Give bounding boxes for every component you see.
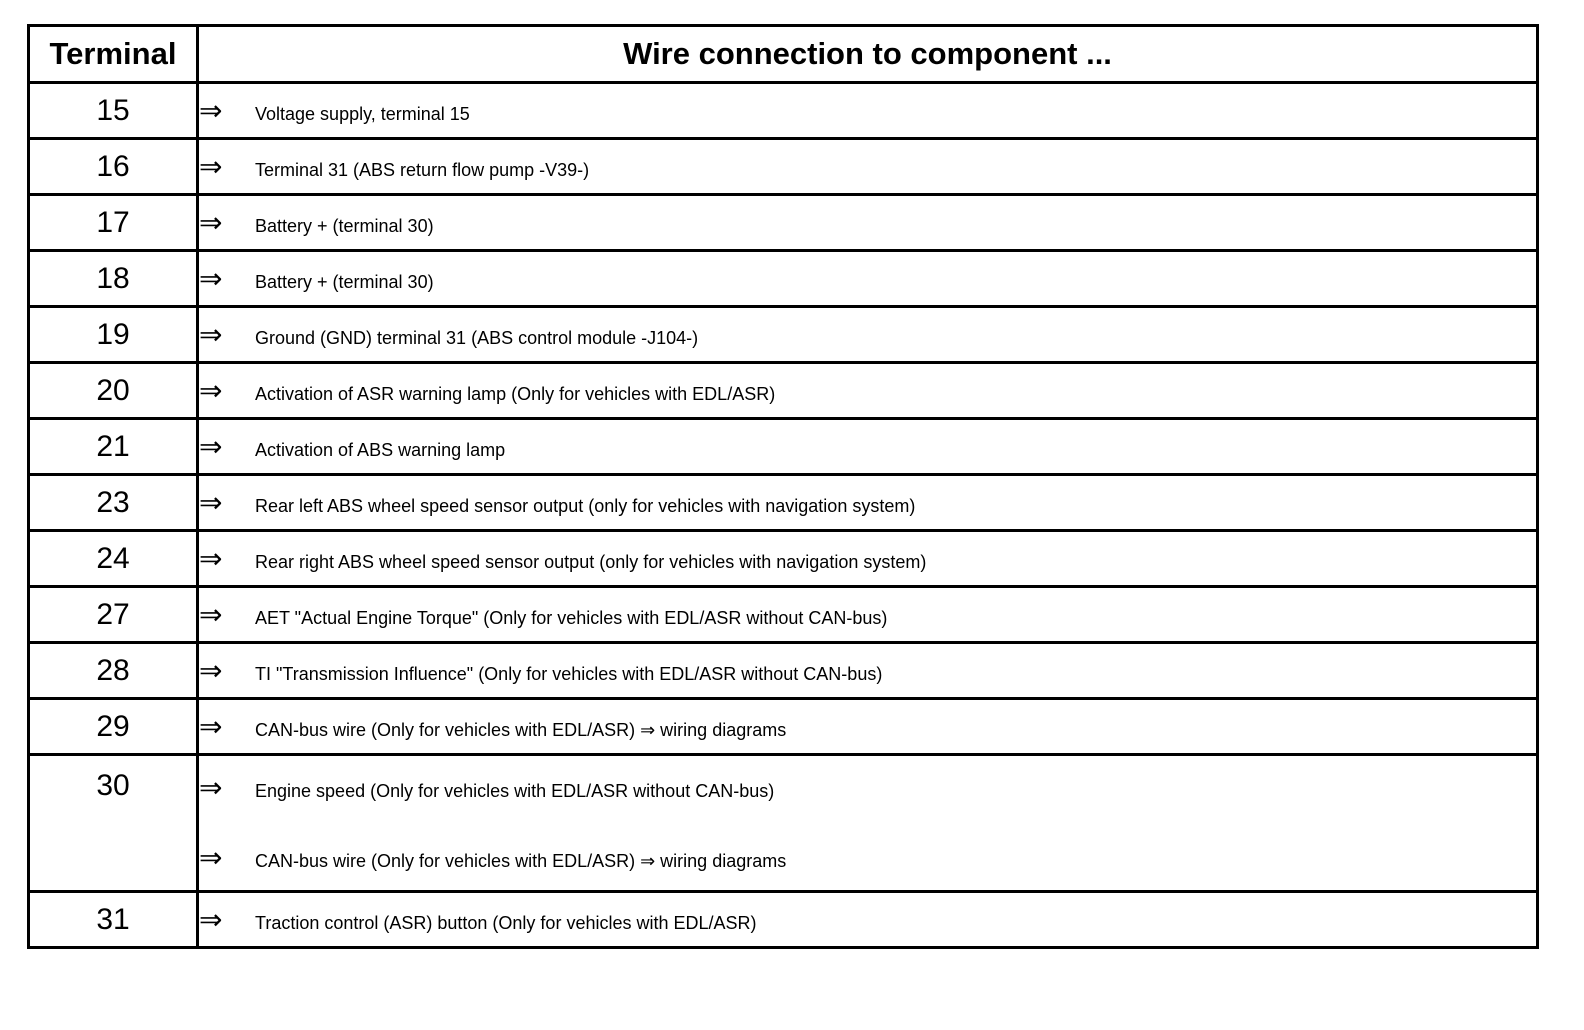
double-arrow-icon: ⇒ <box>199 206 223 238</box>
wire-connection-line: ⇒ CAN-bus wire (Only for vehicles with ED… <box>199 844 1536 872</box>
table-row: 24⇒ Rear right ABS wheel speed sensor out… <box>27 529 1539 588</box>
column-header-terminal: Terminal <box>27 24 199 84</box>
wire-connection-line: ⇒ Activation of ASR warning lamp (Only fo… <box>199 374 1536 406</box>
double-arrow-icon: ⇒ <box>199 150 223 182</box>
double-arrow-icon: ⇒ <box>199 654 223 686</box>
terminal-number-cell: 15 <box>27 81 199 140</box>
wire-connection-text: Battery + (terminal 30) <box>255 215 434 236</box>
terminal-number-cell: 20 <box>27 361 199 420</box>
table-header: Terminal Wire connection to component ..… <box>27 24 1539 84</box>
wire-connection-text: AET "Actual Engine Torque" (Only for veh… <box>255 607 888 628</box>
wire-connection-text: CAN-bus wire (Only for vehicles with EDL… <box>255 851 787 871</box>
table-row: 28⇒ TI "Transmission Influence" (Only for… <box>27 641 1539 700</box>
wire-connection-cell: ⇒ Terminal 31 (ABS return flow pump -V39-… <box>196 137 1539 196</box>
double-arrow-icon: ⇒ <box>199 772 223 803</box>
terminal-wire-connection-table: Terminal Wire connection to component ..… <box>27 24 1539 949</box>
terminal-number-cell: 18 <box>27 249 199 308</box>
double-arrow-icon: ⇒ <box>199 374 223 406</box>
double-arrow-icon: ⇒ <box>199 903 223 935</box>
wire-connection-line: ⇒ Rear left ABS wheel speed sensor output… <box>199 486 1536 518</box>
terminal-number-cell: 29 <box>27 697 199 756</box>
terminal-number-cell: 23 <box>27 473 199 532</box>
table-row: 27⇒ AET "Actual Engine Torque" (Only for … <box>27 585 1539 644</box>
wire-connection-line: ⇒ Battery + (terminal 30) <box>199 262 1536 294</box>
terminal-number-cell: 31 <box>27 890 199 949</box>
wire-connection-cell: ⇒ Activation of ASR warning lamp (Only fo… <box>196 361 1539 420</box>
double-arrow-icon: ⇒ <box>199 598 223 630</box>
double-arrow-icon: ⇒ <box>199 542 223 574</box>
wire-connection-text: Terminal 31 (ABS return flow pump -V39-) <box>255 159 590 180</box>
wire-connection-text: Ground (GND) terminal 31 (ABS control mo… <box>255 327 699 348</box>
double-arrow-icon: ⇒ <box>199 842 223 873</box>
wire-connection-cell: ⇒ Battery + (terminal 30) <box>196 193 1539 252</box>
terminal-number-cell: 30 <box>27 753 199 893</box>
wire-connection-cell: ⇒ Ground (GND) terminal 31 (ABS control m… <box>196 305 1539 364</box>
terminal-number-cell: 28 <box>27 641 199 700</box>
wire-connection-line: ⇒ Battery + (terminal 30) <box>199 206 1536 238</box>
wire-connection-cell: ⇒ Voltage supply, terminal 15 <box>196 81 1539 140</box>
wire-connection-cell: ⇒ TI "Transmission Influence" (Only for v… <box>196 641 1539 700</box>
table-row: 16⇒ Terminal 31 (ABS return flow pump -V3… <box>27 137 1539 196</box>
wire-connection-line: ⇒ Rear right ABS wheel speed sensor outpu… <box>199 542 1536 574</box>
wire-connection-cell: ⇒ CAN-bus wire (Only for vehicles with ED… <box>196 697 1539 756</box>
wire-connection-line: ⇒ CAN-bus wire (Only for vehicles with ED… <box>199 710 1536 742</box>
table-row: 19⇒ Ground (GND) terminal 31 (ABS control… <box>27 305 1539 364</box>
wire-connection-line: ⇒ AET "Actual Engine Torque" (Only for ve… <box>199 598 1536 630</box>
terminal-number-cell: 16 <box>27 137 199 196</box>
double-arrow-icon: ⇒ <box>199 430 223 462</box>
table-row: 29⇒ CAN-bus wire (Only for vehicles with … <box>27 697 1539 756</box>
terminal-number-cell: 24 <box>27 529 199 588</box>
wire-connection-text: Rear right ABS wheel speed sensor output… <box>255 551 927 572</box>
double-arrow-icon: ⇒ <box>199 710 223 742</box>
double-arrow-icon: ⇒ <box>199 486 223 518</box>
wire-connection-line: ⇒ Activation of ABS warning lamp <box>199 430 1536 462</box>
wire-connection-cell: ⇒ Rear right ABS wheel speed sensor outpu… <box>196 529 1539 588</box>
table-row: 31⇒ Traction control (ASR) button (Only f… <box>27 890 1539 949</box>
wire-connection-cell: ⇒ Rear left ABS wheel speed sensor output… <box>196 473 1539 532</box>
wire-connection-line: ⇒ TI "Transmission Influence" (Only for v… <box>199 654 1536 686</box>
table-row: 21⇒ Activation of ABS warning lamp <box>27 417 1539 476</box>
table-row: 18⇒ Battery + (terminal 30) <box>27 249 1539 308</box>
wire-connection-cell: ⇒ Activation of ABS warning lamp <box>196 417 1539 476</box>
table-row: 20⇒ Activation of ASR warning lamp (Only … <box>27 361 1539 420</box>
wire-connection-text: Voltage supply, terminal 15 <box>255 103 470 124</box>
wire-connection-cell: ⇒ AET "Actual Engine Torque" (Only for ve… <box>196 585 1539 644</box>
terminal-number-cell: 19 <box>27 305 199 364</box>
wire-connection-text: Rear left ABS wheel speed sensor output … <box>255 495 916 516</box>
wire-connection-line: ⇒ Voltage supply, terminal 15 <box>199 94 1536 126</box>
table-row: 30⇒ Engine speed (Only for vehicles with … <box>27 753 1539 893</box>
double-arrow-icon: ⇒ <box>199 318 223 350</box>
wire-connection-cell: ⇒ Battery + (terminal 30) <box>196 249 1539 308</box>
wire-connection-line: ⇒ Traction control (ASR) button (Only for… <box>199 903 1536 935</box>
wire-connection-text: Activation of ASR warning lamp (Only for… <box>255 383 776 404</box>
double-arrow-icon: ⇒ <box>199 262 223 294</box>
terminal-number-cell: 17 <box>27 193 199 252</box>
wire-connection-text: Engine speed (Only for vehicles with EDL… <box>255 781 775 801</box>
wire-connection-cell: ⇒ Traction control (ASR) button (Only for… <box>196 890 1539 949</box>
wire-connection-line: ⇒ Ground (GND) terminal 31 (ABS control m… <box>199 318 1536 350</box>
table-row: 15⇒ Voltage supply, terminal 15 <box>27 81 1539 140</box>
terminal-number-cell: 27 <box>27 585 199 644</box>
wire-connection-text: Activation of ABS warning lamp <box>255 439 506 460</box>
table-row: 23⇒ Rear left ABS wheel speed sensor outp… <box>27 473 1539 532</box>
double-arrow-icon: ⇒ <box>199 94 223 126</box>
wire-connection-line: ⇒ Engine speed (Only for vehicles with ED… <box>199 774 1536 802</box>
table-row: 17⇒ Battery + (terminal 30) <box>27 193 1539 252</box>
header-row: Terminal Wire connection to component ..… <box>27 24 1539 84</box>
wire-connection-text: Battery + (terminal 30) <box>255 271 434 292</box>
wire-connection-line: ⇒ Terminal 31 (ABS return flow pump -V39-… <box>199 150 1536 182</box>
column-header-description: Wire connection to component ... <box>196 24 1539 84</box>
wire-connection-text: CAN-bus wire (Only for vehicles with EDL… <box>255 719 787 740</box>
terminal-number-cell: 21 <box>27 417 199 476</box>
wire-connection-cell: ⇒ Engine speed (Only for vehicles with ED… <box>196 753 1539 893</box>
wire-connection-text: TI "Transmission Influence" (Only for ve… <box>255 663 883 684</box>
wire-connection-text: Traction control (ASR) button (Only for … <box>255 912 757 933</box>
